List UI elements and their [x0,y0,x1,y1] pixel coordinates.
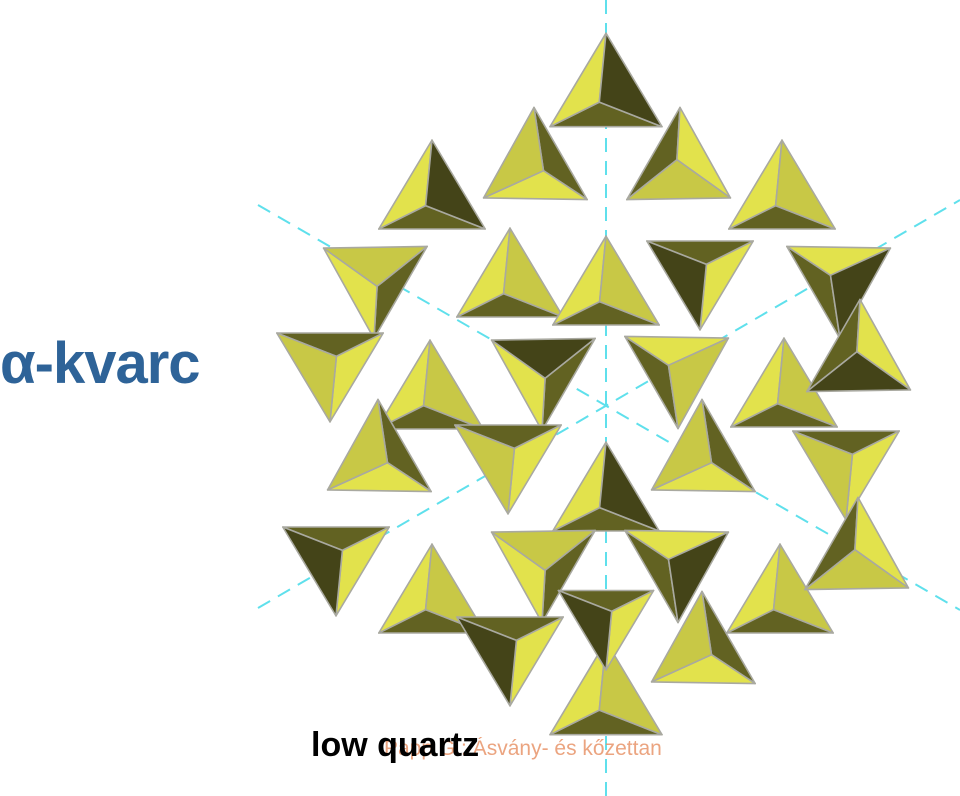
sio4-tetrahedron [645,240,755,331]
sio4-tetrahedron [549,32,663,128]
sio4-tetrahedron [455,227,565,318]
tetrahedron-face [805,350,912,393]
sio4-tetrahedron [727,139,837,230]
tetrahedron-face [598,640,663,736]
tetrahedron-face [598,235,661,326]
source-credit: Papp G.: Ásvány- és kőzettan [384,737,662,760]
tetrahedron-face [424,543,487,634]
sio4-tetrahedron [455,616,565,707]
sio4-tetrahedron [453,424,563,515]
tetrahedron-face [598,441,661,532]
sio4-tetrahedron [623,335,730,430]
tetrahedron-face [281,526,344,617]
tetrahedron-face [598,32,663,128]
tetrahedron-face [490,529,597,572]
page-title: α-kvarc [0,331,201,396]
sio4-tetrahedron [623,529,730,624]
sio4-tetrahedron [377,543,487,634]
tetrahedron-face [322,245,429,288]
tetrahedron-face [791,430,854,521]
tetrahedron-face [650,590,713,683]
sio4-tetrahedron [322,245,429,340]
structure-caption: low quartz [311,726,480,764]
sio4-tetrahedron [729,337,839,428]
tetrahedron-face [667,531,730,624]
tetrahedra-group [275,32,912,736]
tetrahedron-face [645,240,708,331]
tetrahedron-face [625,158,732,201]
tetrahedron-face [829,247,892,340]
tetrahedron-face [326,398,389,491]
tetrahedron-face [650,398,713,491]
tetrahedron-face [774,139,837,230]
sio4-tetrahedron [625,106,732,201]
sio4-tetrahedron [549,640,663,736]
sio4-tetrahedron [557,589,655,671]
sio4-tetrahedron [803,496,910,591]
sio4-tetrahedron [281,526,391,617]
tetrahedron-face [557,589,613,671]
tetrahedron-face [455,616,518,707]
tetrahedron-face [275,332,338,423]
sio4-tetrahedron [805,298,912,393]
sio4-tetrahedron [785,245,892,340]
tetrahedron-face [490,337,597,380]
tetrahedron-face [776,337,839,428]
sio4-tetrahedron [725,543,835,634]
tetrahedron-face [502,227,565,318]
sio4-tetrahedron [490,337,597,432]
sio4-tetrahedron [377,139,487,230]
sio4-tetrahedron [482,106,589,201]
sio4-tetrahedron [551,235,661,326]
sio4-tetrahedron [490,529,597,624]
sio4-tetrahedron [650,398,757,493]
sio4-tetrahedron [326,398,433,493]
sio4-tetrahedron [551,441,661,532]
tetrahedron-face [422,339,485,430]
tetrahedron-face [424,139,487,230]
sio4-tetrahedron [275,332,385,423]
sio4-tetrahedron [650,590,757,685]
sio4-tetrahedron [375,339,485,430]
sio4-tetrahedron [791,430,901,521]
tetrahedron-face [453,424,516,515]
tetrahedron-face [482,106,545,199]
tetrahedron-face [803,548,910,591]
tetrahedron-face [667,337,730,430]
